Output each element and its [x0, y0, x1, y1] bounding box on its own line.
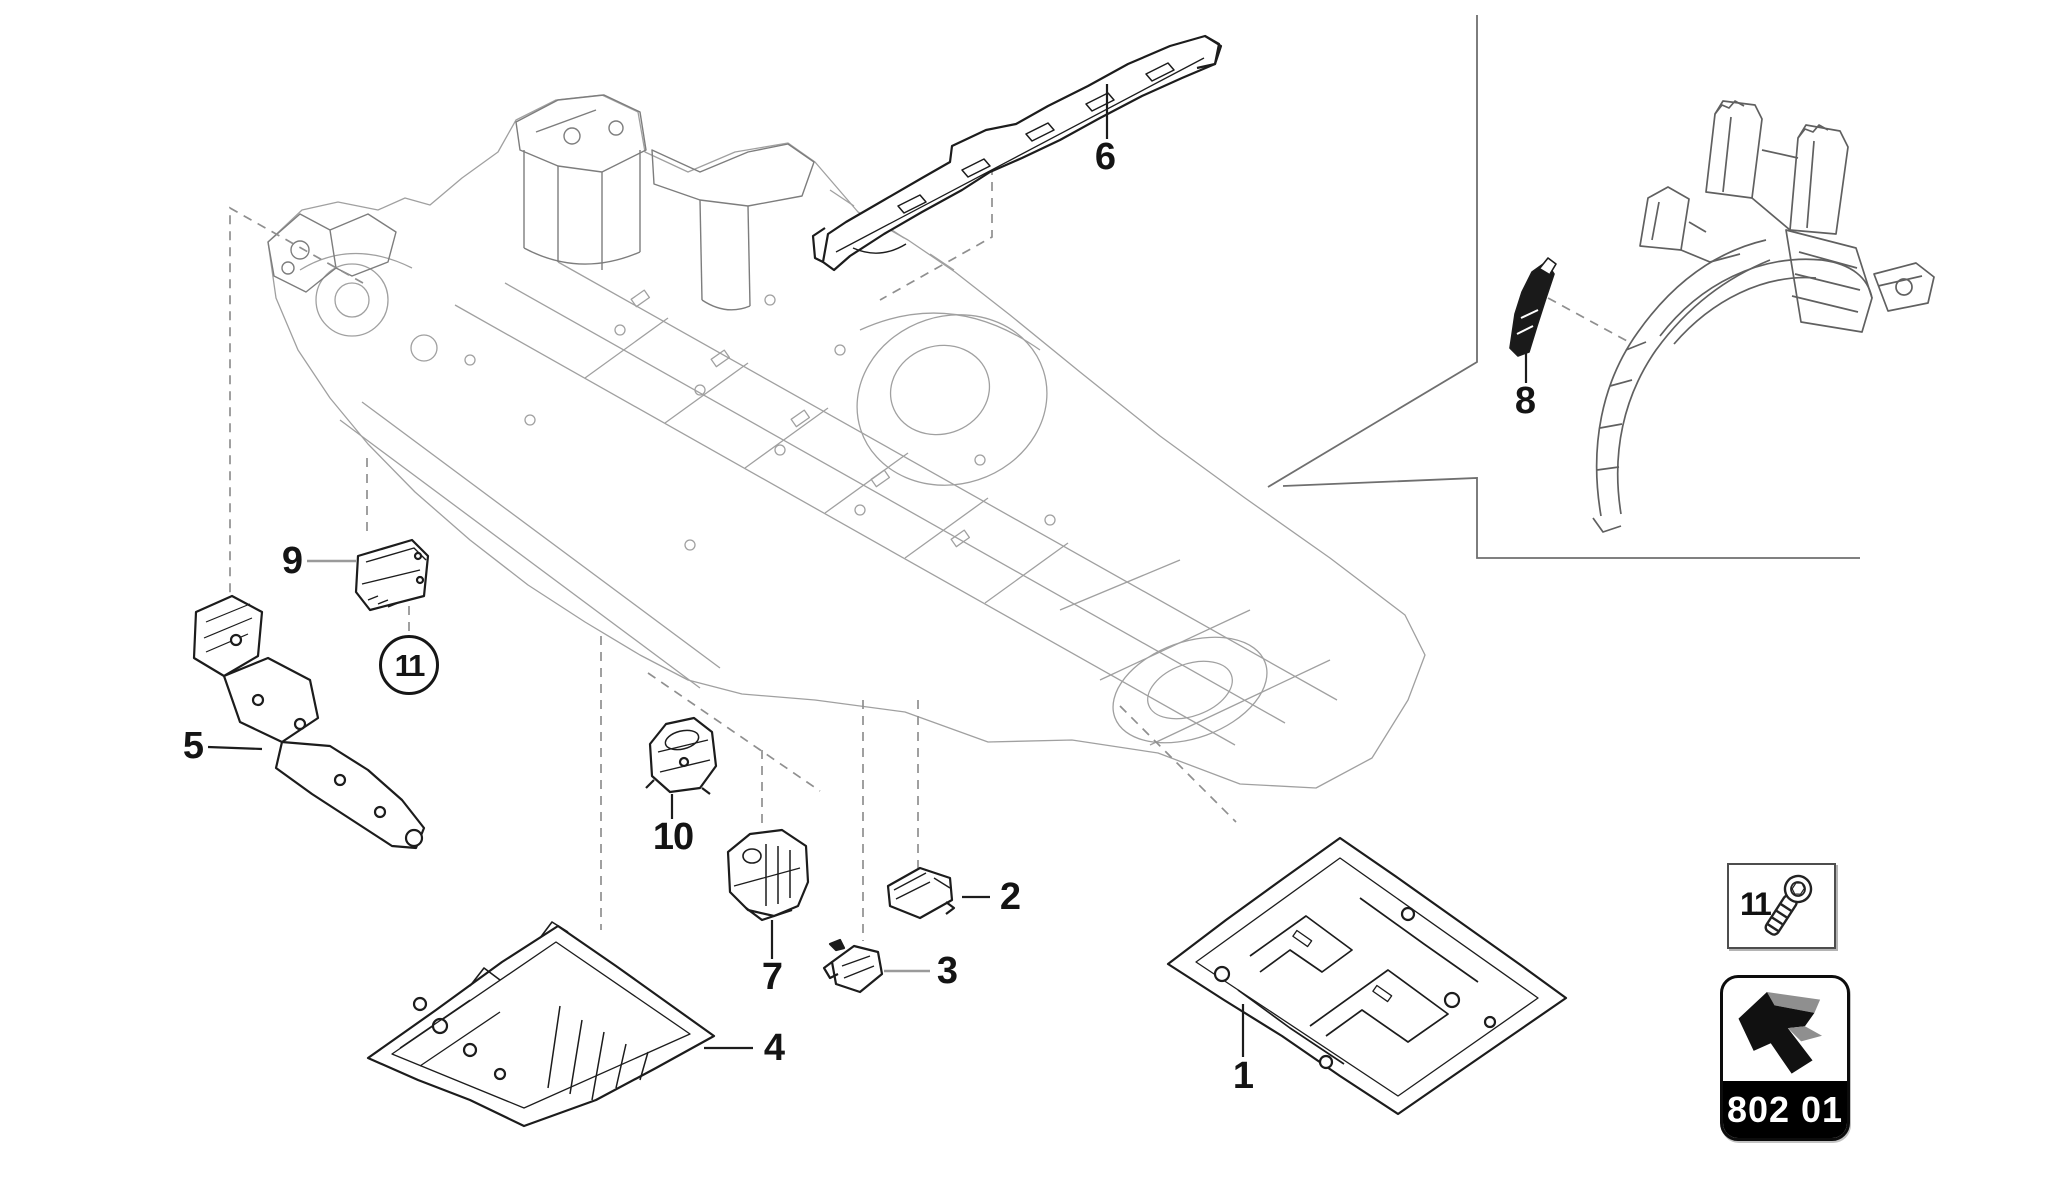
page-code-band: 802 01 [1723, 1081, 1847, 1138]
fastener-number: 11 [1740, 886, 1772, 922]
page-code: 802 01 [1726, 1088, 1844, 1130]
chassis-underbody-drawing [267, 94, 1426, 789]
chassis-bulkhead-towers [267, 94, 815, 311]
bolt-icon [1764, 874, 1813, 936]
part-6-rear-rail [811, 34, 1223, 272]
fastener-legend-box: 11 [1727, 863, 1836, 949]
part-10-support-cup [645, 716, 718, 795]
part-8-small-reinforcement [1509, 257, 1557, 357]
part-3-small-clip [822, 938, 884, 994]
part-9-control-module [354, 538, 430, 612]
arrow-icon [1738, 991, 1823, 1074]
leader-lines [207, 84, 1528, 1057]
part-5-side-member-bracket [192, 594, 426, 850]
dashed-connectors [229, 150, 1628, 941]
arrow-area [1723, 978, 1847, 1081]
part-4-underbody-shield [366, 921, 716, 1128]
part-2-small-tray [886, 866, 956, 920]
exploded-parts [192, 34, 1568, 1128]
part-7-bracket-plate [726, 828, 810, 922]
wheel-arch-detail-drawing [1592, 100, 1935, 533]
detail-frame-lines [1267, 15, 1860, 559]
page-code-box: 802 01 [1720, 975, 1850, 1141]
part-1-floor-panel [1166, 836, 1568, 1116]
